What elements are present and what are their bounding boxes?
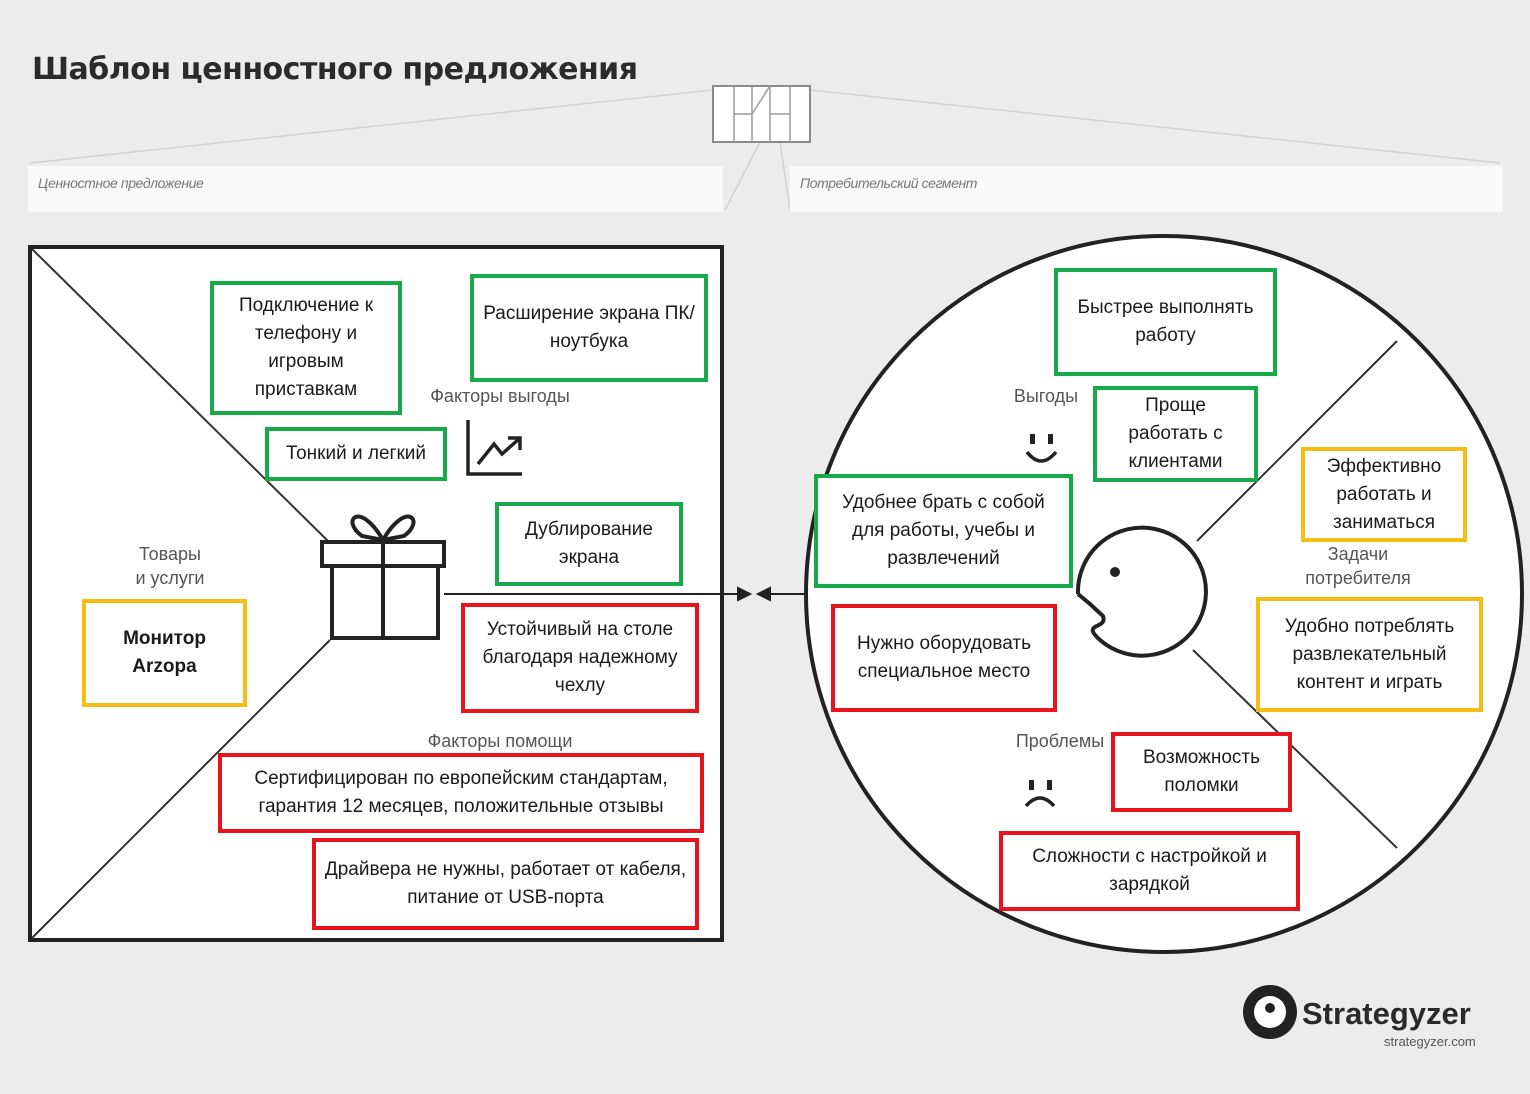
note-no-drivers: Драйвера не нужны, работает от кабеля, п… (312, 838, 699, 930)
pains-label: Проблемы (1015, 731, 1105, 751)
note-entertainment: Удобно потреблять развлекательный контен… (1256, 597, 1483, 712)
note-setup-charging: Сложности с настройкой и зарядкой (999, 831, 1300, 911)
mini-canvas-icon (712, 85, 811, 143)
value-proposition-label: Ценностное предложение (38, 175, 204, 191)
note-easier-clients: Проще работать с клиентами (1093, 386, 1258, 482)
smile-icon (1025, 434, 1058, 463)
products-services-label: Товары и услуги (135, 544, 205, 588)
chart-up-icon (466, 420, 522, 476)
gain-creators-label: Факторы выгоды (430, 386, 570, 406)
note-work-faster: Быстрее выполнять работу (1054, 268, 1277, 376)
note-portable: Удобнее брать с собой для работы, учебы … (814, 474, 1073, 588)
sad-icon (1024, 780, 1056, 808)
note-thin-light: Тонкий и легкий (265, 427, 447, 481)
value-proposition-label-bar: Ценностное предложение (28, 166, 723, 212)
note-work-efficiently: Эффективно работать и заниматься (1301, 447, 1467, 542)
strategyzer-logo-name: Strategyzer (1302, 996, 1471, 1031)
page-title: Шаблон ценностного предложения (32, 52, 638, 87)
connector-lines (29, 89, 1501, 211)
strategyzer-logo-url: strategyzer.com (1384, 1034, 1476, 1049)
note-monitor-arzopa: Монитор Arzopa (82, 599, 247, 707)
strategyzer-logo-icon (1243, 985, 1297, 1039)
customer-segment-label: Потребительский сегмент (800, 175, 978, 191)
note-extend-screen: Расширение экрана ПК/ноутбука (470, 274, 708, 382)
face-icon (1075, 525, 1208, 658)
note-certified-warranty: Сертифицирован по европейским стандартам… (218, 753, 704, 833)
note-stable-case: Устойчивый на столе благодаря надежному … (461, 603, 699, 713)
customer-jobs-label: Задачи потребителя (1305, 544, 1411, 588)
pain-relievers-label: Факторы помощи (427, 731, 573, 751)
note-breakage: Возможность поломки (1111, 732, 1292, 812)
customer-segment-label-bar: Потребительский сегмент (790, 166, 1503, 212)
note-need-space: Нужно оборудовать специальное место (831, 604, 1057, 712)
note-screen-mirroring: Дублирование экрана (495, 502, 683, 586)
gains-label: Выгоды (1013, 386, 1079, 406)
note-phone-console: Подключение к телефону и игровым пристав… (210, 281, 402, 415)
gift-icon (320, 514, 446, 640)
customer-profile-circle (804, 234, 1524, 954)
